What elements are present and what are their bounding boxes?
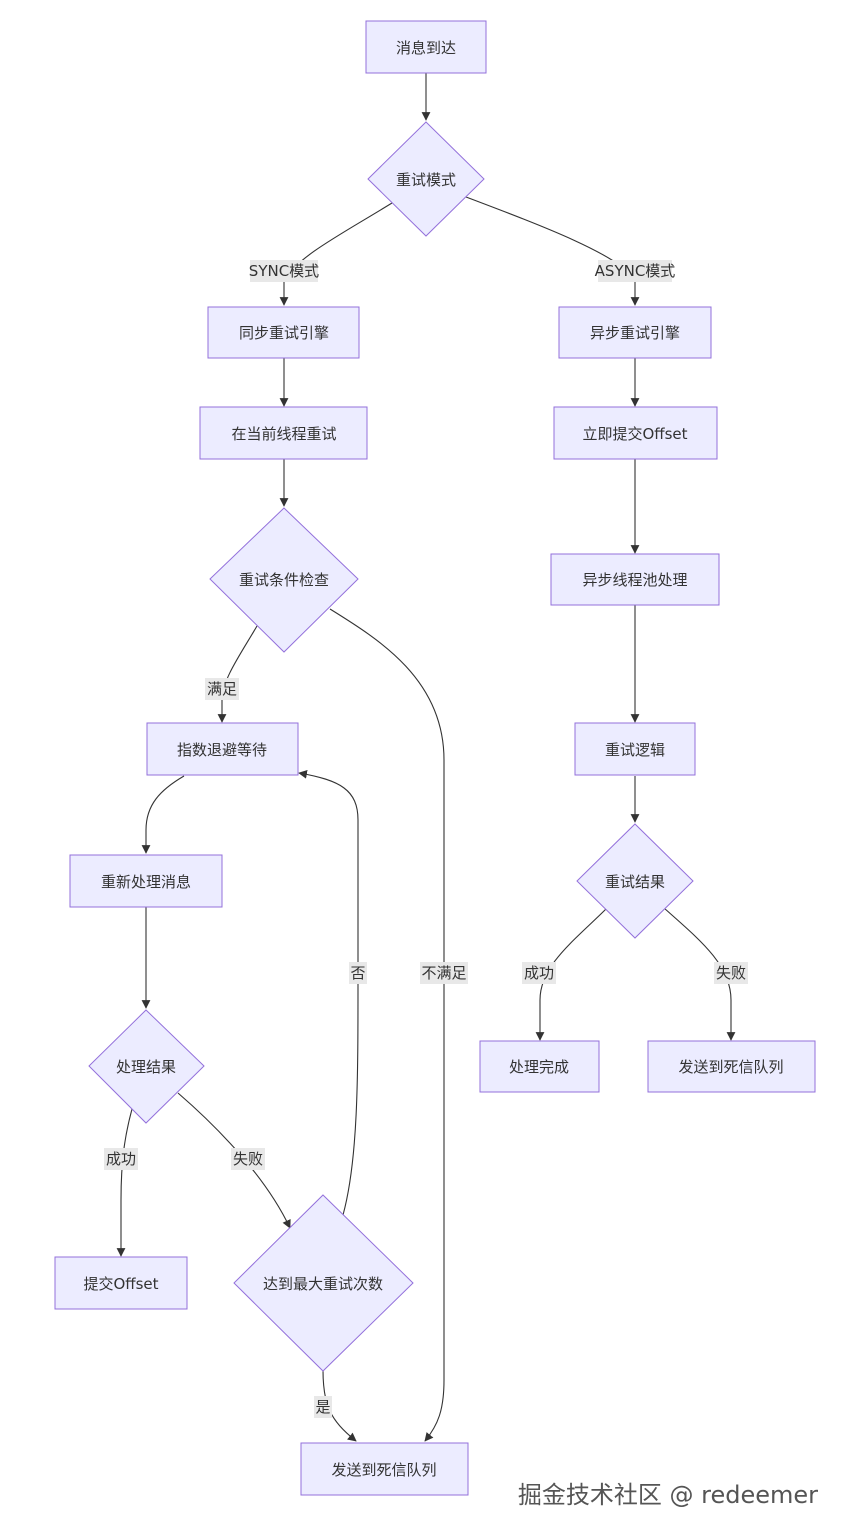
node-async-engine: 异步重试引擎	[558, 306, 712, 359]
edge-check-to-dlq	[329, 608, 445, 1442]
edge-max-to-backoff	[298, 769, 359, 1216]
edge-label-success-async: 成功	[524, 964, 554, 982]
edge-label-fail-sync: 失败	[233, 1150, 263, 1168]
node-label: 在当前线程重试	[231, 425, 336, 443]
node-label: 异步线程池处理	[582, 571, 687, 589]
node-label: 重新处理消息	[101, 873, 191, 891]
edge-check-to-backoff	[217, 625, 258, 723]
node-label: 处理结果	[116, 1058, 176, 1076]
node-label: 立即提交Offset	[582, 425, 687, 443]
edge-result-to-done	[535, 907, 608, 1041]
node-message-arrive: 消息到达	[365, 20, 487, 74]
node-retry-condition-decision: 重试条件检查	[209, 507, 359, 653]
edge-mode-to-async	[465, 196, 640, 306]
node-label: 处理完成	[509, 1058, 569, 1076]
node-label: 重试条件检查	[239, 571, 329, 589]
node-reprocess-message: 重新处理消息	[69, 854, 223, 908]
node-process-done: 处理完成	[479, 1040, 600, 1093]
node-label: 消息到达	[396, 39, 456, 57]
node-commit-offset-sync: 提交Offset	[54, 1256, 188, 1310]
node-label: 重试逻辑	[605, 741, 665, 759]
node-sync-engine: 同步重试引擎	[207, 306, 360, 359]
node-retry-mode-decision: 重试模式	[367, 121, 485, 237]
edge-result-to-dlq-async	[663, 907, 736, 1041]
node-async-thread-pool: 异步线程池处理	[550, 553, 720, 606]
node-label: 达到最大重试次数	[263, 1275, 383, 1293]
node-label: 发送到死信队列	[331, 1461, 436, 1479]
edge-label-success-sync: 成功	[106, 1150, 136, 1168]
node-label: 重试结果	[605, 873, 665, 891]
node-label: 发送到死信队列	[678, 1058, 783, 1076]
nodes: 消息到达 重试模式 同步重试引擎 在当前线程重试 重试条件检查 指数退避等待	[54, 20, 816, 1496]
edge-backoff-to-reprocess	[141, 775, 185, 854]
node-commit-offset-async: 立即提交Offset	[553, 406, 718, 460]
edge-label-fail-async: 失败	[716, 964, 746, 982]
node-label: 重试模式	[396, 171, 456, 189]
edge-label-sync: SYNC模式	[249, 262, 319, 280]
node-current-thread-retry: 在当前线程重试	[199, 406, 368, 460]
node-exponential-backoff: 指数退避等待	[146, 722, 299, 776]
node-label: 异步重试引擎	[590, 324, 680, 342]
node-label: 同步重试引擎	[239, 324, 329, 342]
node-dead-letter-queue-async: 发送到死信队列	[647, 1040, 816, 1093]
node-max-retries-decision: 达到最大重试次数	[233, 1194, 414, 1372]
edge-result-to-commit	[116, 1108, 133, 1257]
node-retry-logic: 重试逻辑	[574, 722, 696, 776]
edge-label-no: 否	[350, 964, 365, 982]
edge-label-yes: 是	[315, 1398, 330, 1416]
watermark-text: 掘金技术社区 @ redeemer	[518, 1481, 818, 1509]
node-process-result-decision: 处理结果	[88, 1009, 205, 1124]
edge-label-not-satisfied: 不满足	[421, 964, 466, 982]
node-label: 指数退避等待	[177, 741, 267, 759]
edge-labels: SYNC模式 ASYNC模式 满足 不满足 否 成功 失败 是 成功 失败	[104, 260, 748, 1418]
node-label: 提交Offset	[83, 1275, 158, 1293]
edge-label-satisfied: 满足	[207, 680, 237, 698]
node-dead-letter-queue-sync: 发送到死信队列	[300, 1442, 469, 1496]
edge-mode-to-sync	[279, 202, 393, 306]
node-retry-result-decision: 重试结果	[576, 823, 694, 939]
edge-label-async: ASYNC模式	[595, 262, 676, 280]
